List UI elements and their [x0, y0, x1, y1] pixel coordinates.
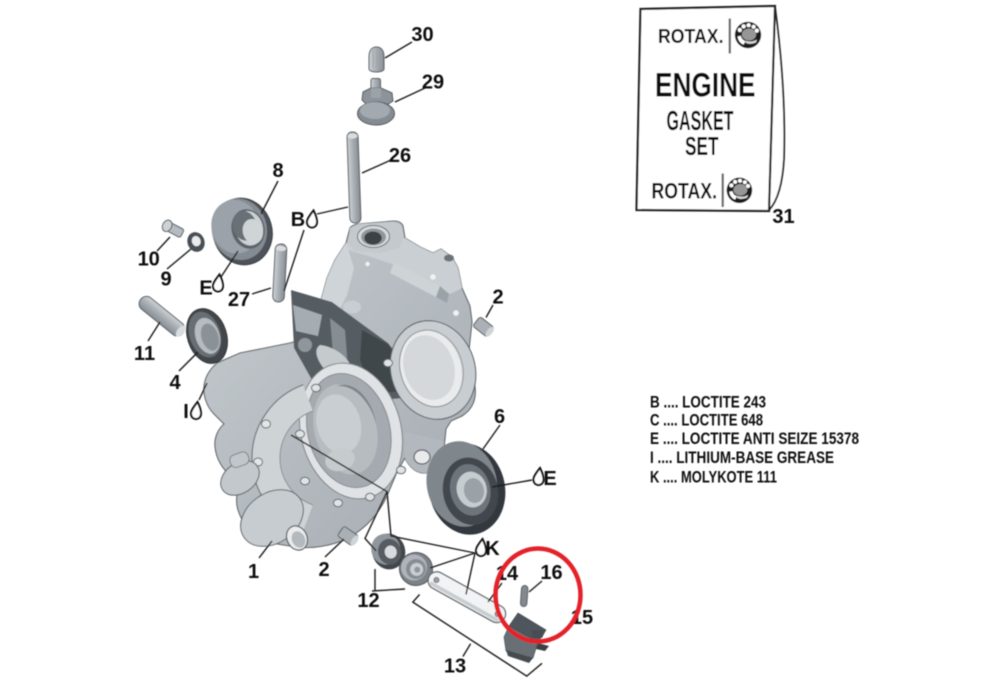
- svg-text:I: I: [183, 401, 189, 423]
- svg-text:K .... MOLYKOTE 111: K .... MOLYKOTE 111: [650, 468, 777, 487]
- svg-text:ROTAX.: ROTAX.: [658, 25, 724, 48]
- svg-text:E: E: [543, 468, 556, 490]
- svg-text:GASKET: GASKET: [667, 105, 734, 136]
- svg-text:E .... LOCTITE ANTI SEIZE 1537: E .... LOCTITE ANTI SEIZE 15378: [650, 429, 859, 448]
- svg-text:6: 6: [494, 406, 505, 428]
- svg-text:11: 11: [134, 343, 155, 365]
- svg-text:27: 27: [228, 289, 250, 311]
- svg-text:C .... LOCTITE 648: C .... LOCTITE 648: [650, 411, 763, 430]
- svg-text:ENGINE: ENGINE: [655, 67, 756, 105]
- svg-text:1: 1: [248, 561, 259, 583]
- svg-text:4: 4: [169, 372, 181, 394]
- svg-text:31: 31: [772, 206, 794, 228]
- svg-text:2: 2: [492, 287, 503, 309]
- svg-text:12: 12: [357, 590, 379, 612]
- svg-text:SET: SET: [685, 133, 719, 161]
- svg-text:ROTAX.: ROTAX.: [652, 179, 718, 204]
- svg-text:13: 13: [444, 656, 466, 678]
- svg-text:30: 30: [411, 24, 433, 46]
- svg-text:B: B: [291, 209, 305, 231]
- svg-text:29: 29: [422, 72, 444, 94]
- svg-text:9: 9: [160, 269, 171, 291]
- svg-text:8: 8: [272, 160, 283, 182]
- svg-text:2: 2: [318, 559, 329, 581]
- svg-text:K: K: [485, 538, 500, 560]
- svg-text:E: E: [199, 278, 212, 300]
- svg-text:I .... LITHIUM-BASE GREASE: I .... LITHIUM-BASE GREASE: [650, 448, 834, 467]
- svg-text:B .... LOCTITE 243: B .... LOCTITE 243: [650, 393, 766, 412]
- svg-text:26: 26: [389, 145, 411, 167]
- svg-text:10: 10: [138, 249, 160, 271]
- svg-text:16: 16: [540, 562, 562, 584]
